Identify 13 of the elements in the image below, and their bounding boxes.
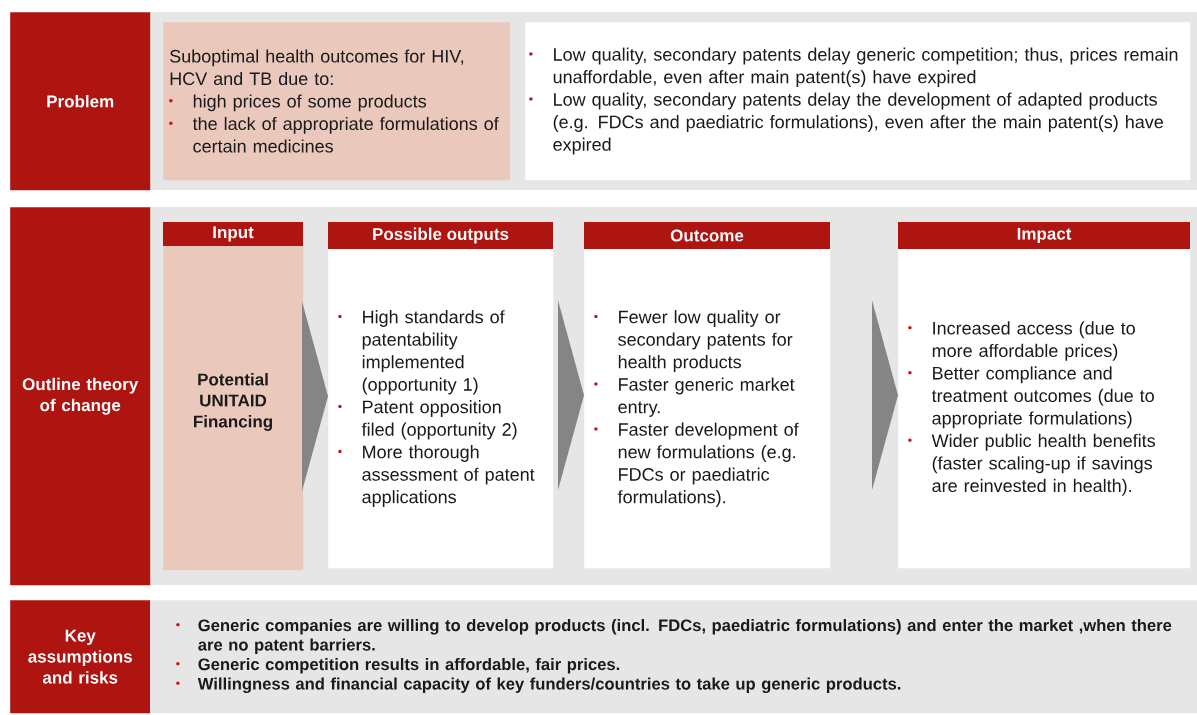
stage-column: Outcome Fewer low quality or secondary patents for health products Faster generic market entry. Faster development of new formulations (e.g. FDCs or paediatric formulations). — [584, 222, 831, 569]
stage-column: Impact Increased access (due to more affordable prices) Better compliance and treatment outcomes (due to appropriate formulations) Wider public health benefits (faster scaling-up if savings are reinvested in health). — [898, 222, 1191, 569]
chevron-arrow — [558, 300, 584, 491]
row-label: Problem — [10, 12, 151, 191]
assumptions-band: Generic companies are willing to develop products (incl. FDCs, paediatric formulations) and enter the market ,when there are no patent barriers. Generic competition results in affordable, fair prices. Willingness and financial capacity of key funders/countries to take up generic products. — [150, 600, 1197, 714]
problem-box: Low quality, secondary patents delay generic competition; thus, prices remain unaffordable, even after main patent(s) have expired Low quality, secondary patents delay the development of adapted products (e.g. FDCs and paediatric formulations), even after the main patent(s) have expired — [525, 22, 1191, 181]
row-label: Key assumptions and risks — [10, 600, 151, 714]
chevron-arrow — [302, 301, 328, 492]
input-column: Input Potential UNITAID Financing — [163, 222, 304, 571]
stage-column: Possible outputs High standards of patentability implemented (opportunity 1) Patent opposition filed (opportunity 2) More thorough assessment of patent applications — [328, 222, 554, 569]
problem-box: Suboptimal health outcomes for HIV, HCV and TB due to: high prices of some products the lack of appropriate formulations of certain medicines — [163, 22, 511, 181]
row-label: Outline theory of change — [10, 207, 151, 586]
chevron-arrow — [872, 300, 898, 491]
